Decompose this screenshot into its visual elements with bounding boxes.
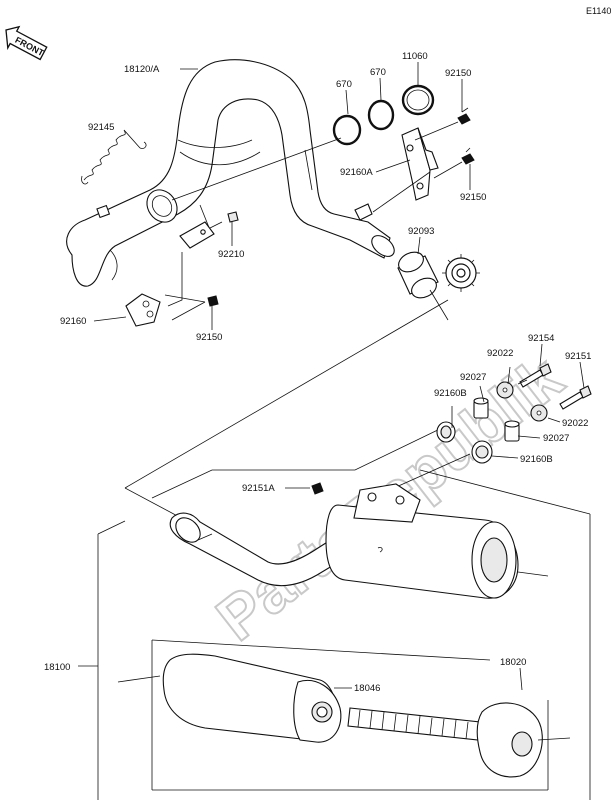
bolt-92210 — [227, 211, 239, 223]
muffler-body-18020 — [117, 653, 571, 778]
label-92150-c: 92150 — [196, 332, 222, 343]
grommet-92160B-b — [471, 440, 493, 464]
label-11060: 11060 — [402, 51, 428, 62]
gasket-670-a — [332, 114, 362, 146]
seal-92093 — [397, 251, 439, 299]
bolt-92150-b — [461, 147, 475, 165]
label-92027-b: 92027 — [543, 433, 569, 444]
label-92093: 92093 — [408, 226, 434, 237]
label-92160B-b: 92160B — [520, 454, 553, 465]
label-18020: 18020 — [500, 657, 526, 668]
gasket-670-b — [367, 99, 395, 131]
label-18046: 18046 — [354, 683, 380, 694]
front-arrow-icon: FRONT — [5, 25, 48, 61]
label-670-a: 670 — [336, 79, 352, 90]
bolt-92151 — [559, 385, 592, 410]
gear-icon — [442, 254, 480, 292]
label-92154: 92154 — [528, 333, 554, 344]
rubber-mount-92160 — [125, 293, 161, 327]
diagram-code: E1140 — [586, 6, 611, 16]
collar-92027-b — [504, 420, 520, 442]
grommet-92160B-a — [436, 421, 456, 443]
label-92022-a: 92022 — [487, 348, 513, 359]
bolt-92150-c — [207, 295, 219, 307]
bolt-92154 — [519, 363, 552, 388]
label-18120A: 18120/A — [124, 64, 160, 75]
label-92022-b: 92022 — [562, 418, 588, 429]
label-92160A: 92160A — [340, 167, 373, 178]
exhaust-header-pipe — [66, 59, 395, 287]
bracket-92160A — [401, 127, 439, 201]
label-92027-a: 92027 — [460, 372, 486, 383]
label-92151: 92151 — [565, 351, 591, 362]
bolt-92150-a — [457, 107, 471, 125]
exhaust-spring — [81, 129, 147, 185]
muffler-assembly — [169, 483, 549, 599]
bolt-92151A — [311, 482, 324, 495]
label-18100: 18100 — [44, 662, 70, 673]
label-92150-a: 92150 — [445, 68, 471, 79]
collar-92027-a — [473, 397, 489, 419]
label-92151A: 92151A — [242, 483, 275, 494]
label-92210: 92210 — [218, 249, 244, 260]
label-92150-b: 92150 — [460, 192, 486, 203]
label-670-b: 670 — [370, 67, 386, 78]
label-92160: 92160 — [60, 316, 86, 327]
label-92160B-a: 92160B — [434, 388, 467, 399]
label-92145: 92145 — [88, 122, 114, 133]
